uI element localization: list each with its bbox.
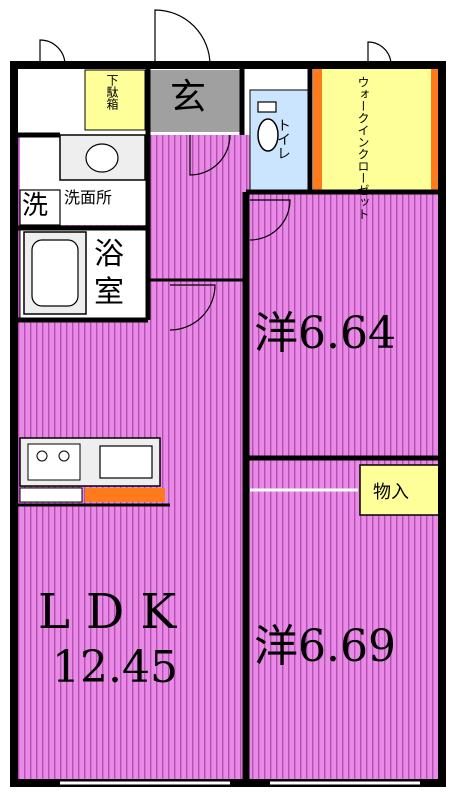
door-swing	[249, 199, 291, 241]
entrance-floor	[150, 70, 242, 132]
walk-in-closet-label: ウォークインクローゼット	[356, 76, 370, 220]
basin-icon	[85, 143, 119, 173]
bedroom1-floor	[246, 192, 440, 458]
burner-icon	[58, 450, 70, 462]
bedroom1-label: 洋6.64	[254, 308, 396, 359]
fridge-space	[19, 487, 83, 503]
stove-icon	[27, 443, 81, 481]
kitchen-accent	[85, 488, 165, 502]
hallway-floor	[150, 135, 250, 285]
shoe-storage	[84, 69, 146, 131]
shoe-storage-label: 下駄箱	[105, 74, 119, 110]
bathtub-inner-icon	[31, 239, 79, 307]
laundry-box	[19, 189, 61, 226]
closet-accent-right	[431, 68, 440, 192]
door-swing	[154, 9, 211, 66]
washroom-label: 洗面所	[64, 188, 113, 207]
door-swing	[189, 134, 231, 176]
sink-icon	[99, 445, 153, 479]
closet-2	[359, 464, 441, 516]
door-swing	[39, 39, 66, 66]
laundry-label: 洗	[22, 191, 49, 221]
burner-icon	[36, 450, 48, 462]
entrance-label: 玄	[170, 77, 207, 118]
ldk-size-label: 12.45	[52, 642, 178, 693]
bath-bottom-label: 室	[94, 275, 124, 310]
ldk-label: LDK	[38, 584, 193, 640]
bath-top-label: 浴	[94, 237, 124, 272]
bedroom2-label: 洋6.69	[254, 621, 396, 672]
closet-label: 物入	[373, 482, 409, 503]
toilet-label: トイレ	[275, 118, 291, 160]
walk-in-closet-area	[313, 68, 439, 192]
toilet-bowl-icon	[257, 118, 279, 152]
closet-accent-left	[313, 68, 322, 192]
toilet-tank-icon	[257, 101, 277, 113]
door-swing	[367, 41, 392, 66]
door-swing	[169, 284, 216, 331]
